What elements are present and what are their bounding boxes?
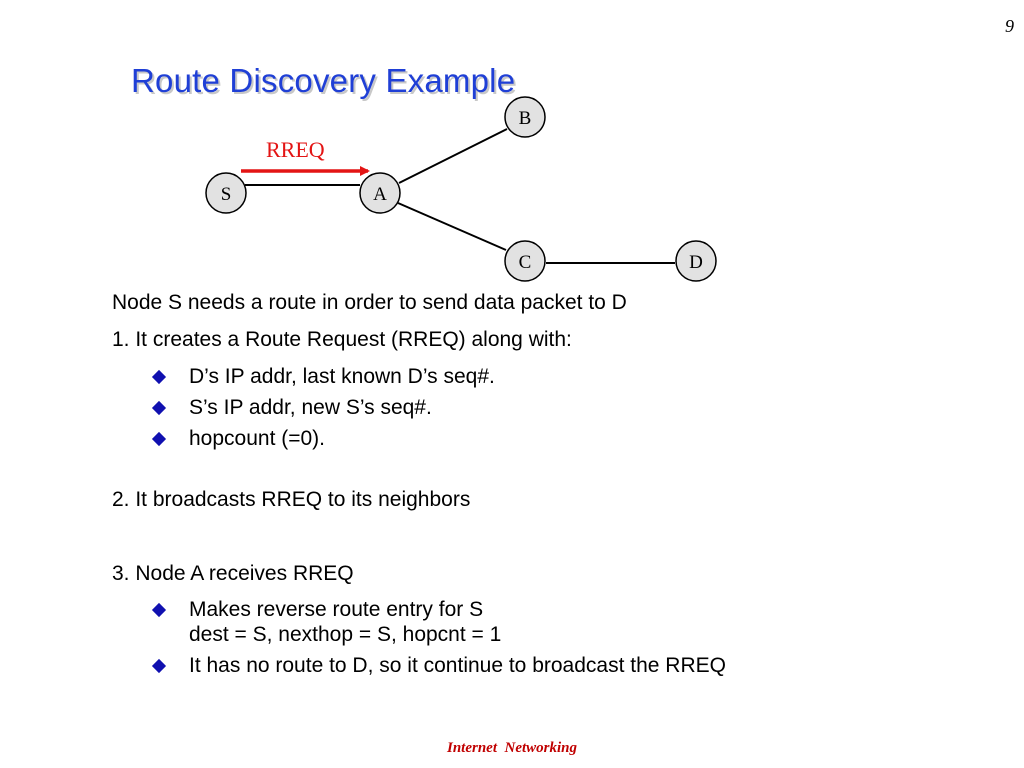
node-c: C <box>504 240 546 282</box>
link-a-b <box>398 128 508 184</box>
link-a-c <box>397 202 507 251</box>
svg-text:A: A <box>373 184 387 205</box>
page-number: 9 <box>1005 16 1014 36</box>
diamond-bullet-icon <box>151 400 167 416</box>
step-2-text: 2. It broadcasts RREQ to its neighbors <box>112 488 471 511</box>
rreq-arrow-label: RREQ <box>266 137 325 162</box>
step-3-text: 3. Node A receives RREQ <box>112 562 354 585</box>
node-a: A <box>359 172 401 214</box>
diamond-bullet-icon <box>151 431 167 447</box>
step-1-text: 1. It creates a Route Request (RREQ) alo… <box>112 328 572 351</box>
intro-text: Node S needs a route in order to send da… <box>112 291 627 314</box>
svg-text:B: B <box>519 108 532 129</box>
step-1-bullet: S’s IP addr, new S’s seq#. <box>151 395 432 421</box>
network-diagram: RREQ S A B C D <box>205 96 717 282</box>
footer-text: Internet Networking <box>446 740 578 756</box>
node-d: D <box>675 240 717 282</box>
step-1-bullet: D’s IP addr, last known D’s seq#. <box>151 364 495 390</box>
step-3-bullet: It has no route to D, so it continue to … <box>151 653 726 679</box>
step-1-bullet: hopcount (=0). <box>151 426 325 452</box>
svg-text:D: D <box>689 252 703 273</box>
diamond-bullet-icon <box>151 658 167 674</box>
diamond-bullet-icon <box>151 602 167 618</box>
node-s: S <box>205 172 247 214</box>
diamond-bullet-icon <box>151 369 167 385</box>
node-b: B <box>504 96 546 138</box>
slide-title: Route Discovery Example <box>131 62 516 99</box>
svg-text:C: C <box>519 252 532 273</box>
step-3-bullet: Makes reverse route entry for S dest = S… <box>151 597 501 647</box>
svg-text:S: S <box>221 184 232 205</box>
